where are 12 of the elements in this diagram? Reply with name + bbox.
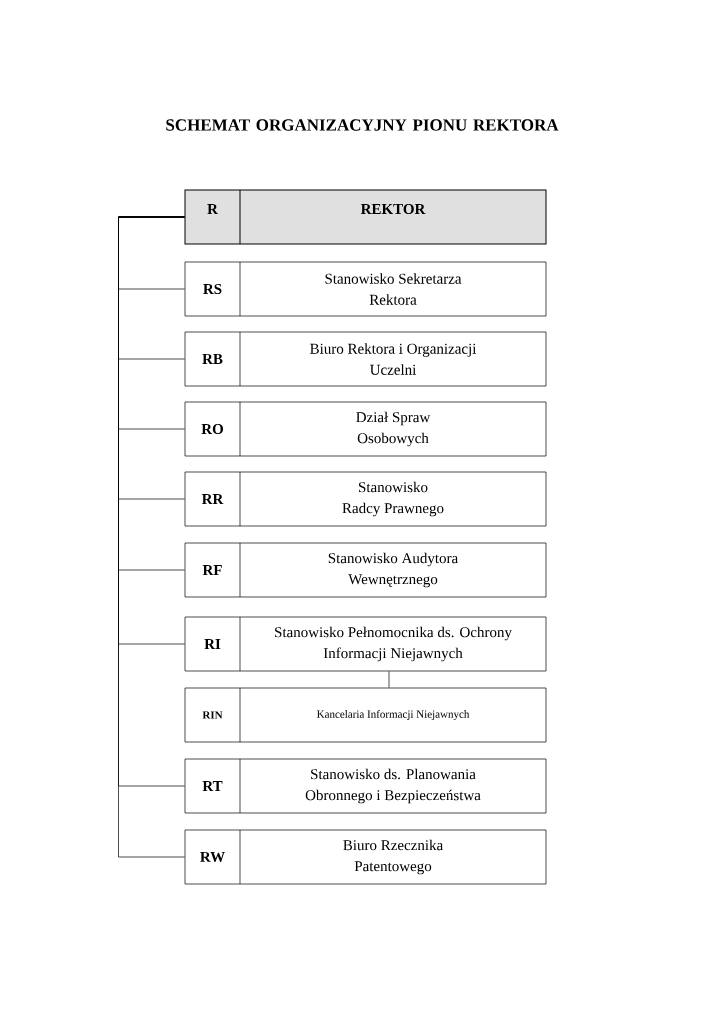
connector-line bbox=[388, 671, 390, 688]
title: SCHEMAT ORGANIZACYJNY PIONU REKTORA bbox=[166, 119, 559, 131]
unit-box: RI Stanowisko Pełnomocnika ds. Ochrony Informacji Niejawnych bbox=[184, 616, 547, 672]
unit-box: RO Dział Spraw Osobowych bbox=[184, 401, 547, 457]
unit-box: R REKTOR bbox=[184, 189, 547, 245]
unit-box: RS Stanowisko Sekretarza Rektora bbox=[184, 261, 547, 317]
unit-box: RT Stanowisko ds. Planowania Obronnego i Bezpieczeństwa bbox=[184, 758, 547, 814]
unit-box: RB Biuro Rektora i Organizacji Uczelni bbox=[184, 331, 547, 387]
unit-box: RIN Kancelaria Informacji Niejawnych bbox=[184, 687, 547, 743]
unit-box: RF Stanowisko Audytora Wewnętrznego bbox=[184, 542, 547, 598]
unit-box: RW Biuro Rzecznika Patentowego bbox=[184, 829, 547, 885]
unit-box: RR Stanowisko Radcy Prawnego bbox=[184, 471, 547, 527]
